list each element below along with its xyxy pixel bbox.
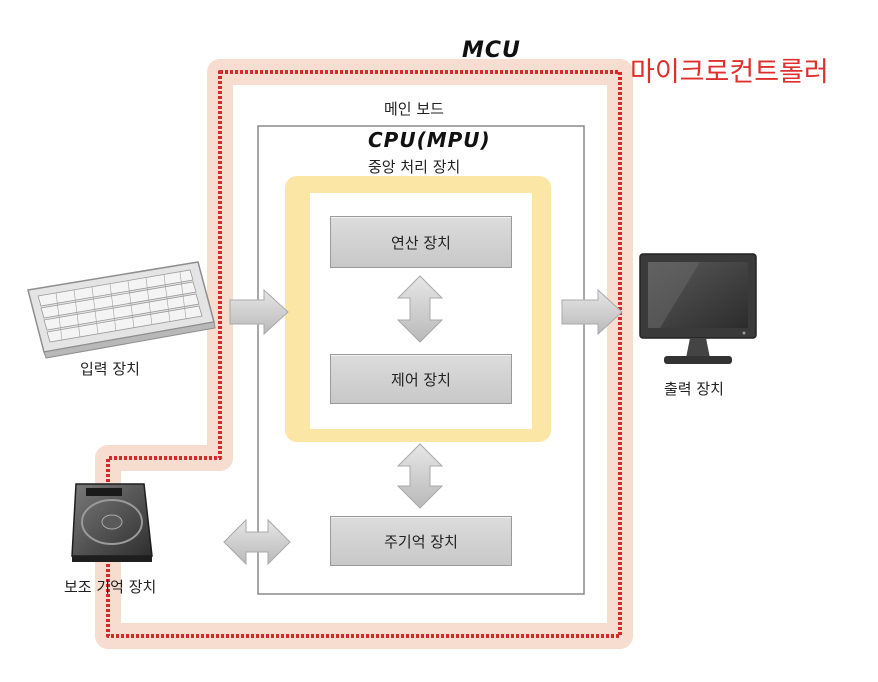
cpu-memory-arrow bbox=[396, 443, 444, 509]
main-memory-box: 주기억 장치 bbox=[330, 516, 512, 566]
main-board-label: 메인 보드 bbox=[384, 100, 444, 118]
output-device-label: 출력 장치 bbox=[664, 380, 724, 398]
alu-box: 연산 장치 bbox=[330, 216, 512, 268]
secondary-storage-label: 보조 기억 장치 bbox=[64, 578, 157, 596]
input-device-label: 입력 장치 bbox=[80, 360, 140, 378]
output-arrow bbox=[561, 288, 623, 336]
main-board-frame bbox=[257, 125, 585, 595]
cpu-inner-yellow bbox=[300, 183, 542, 439]
cpu-label: 중앙 처리 장치 bbox=[368, 158, 461, 176]
cpu-handwritten-label: CPU(MPU) bbox=[368, 128, 491, 152]
hard-drive-icon bbox=[71, 483, 153, 562]
alu-control-arrow bbox=[396, 275, 444, 343]
microcontroller-label: 마이크로컨트롤러 bbox=[630, 57, 829, 88]
storage-arrow bbox=[223, 518, 291, 566]
control-unit-box: 제어 장치 bbox=[330, 354, 512, 404]
monitor-icon bbox=[639, 253, 757, 364]
keyboard-icon bbox=[27, 261, 216, 359]
mcu-handwritten-label: MCU bbox=[462, 38, 521, 63]
input-arrow bbox=[229, 288, 289, 336]
mcu-outline bbox=[106, 70, 622, 638]
